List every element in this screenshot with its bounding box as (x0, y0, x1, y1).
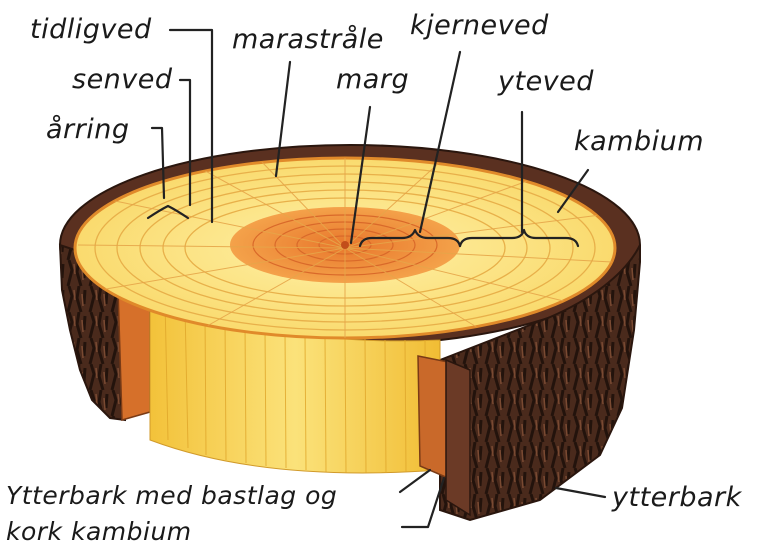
label-ytterbark-bastlag-line2: kork kambium (6, 517, 192, 546)
label-tidligved: tidligved (30, 14, 152, 45)
bastlag-right (418, 356, 448, 478)
label-yteved: yteved (497, 66, 594, 97)
label-senved: senved (72, 64, 173, 95)
label-kjerneved: kjerneved (410, 10, 549, 41)
label-marg: marg (336, 64, 409, 95)
pith (341, 241, 349, 249)
label-arring: årring (46, 114, 130, 145)
label-kambium: kambium (574, 126, 704, 157)
label-ytterbark-bastlag-line1: Ytterbark med bastlag og (6, 481, 337, 510)
label-marastrale: marastråle (232, 24, 384, 55)
label-ytterbark: ytterbark (611, 482, 743, 513)
bark-cut-face-right (446, 360, 470, 515)
